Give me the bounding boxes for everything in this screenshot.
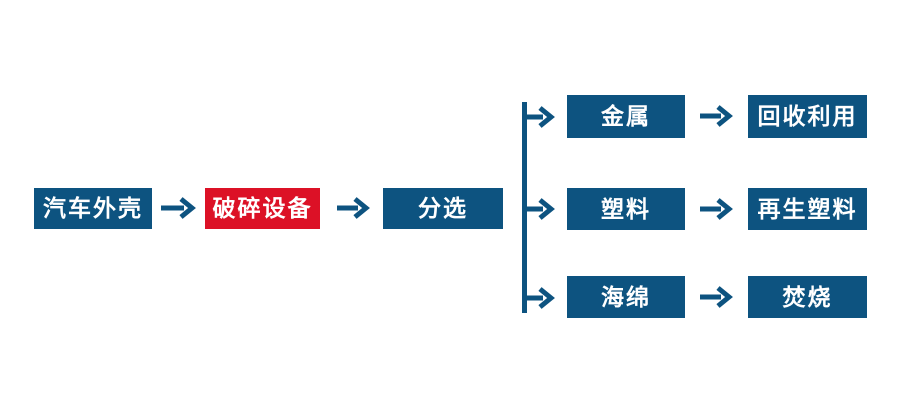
node-recycle-use: 回收利用 <box>748 95 867 138</box>
node-crushing-equipment: 破碎设备 <box>205 188 320 229</box>
node-sponge: 海绵 <box>567 276 685 318</box>
node-car-shell: 汽车外壳 <box>34 188 152 229</box>
node-recycled-plastic: 再生塑料 <box>748 188 867 230</box>
arrow-plastic-to-recycled-icon <box>700 198 733 220</box>
node-plastic: 塑料 <box>567 188 685 230</box>
node-sorting: 分选 <box>383 188 503 229</box>
arrow-metal-to-recycle-icon <box>700 105 733 127</box>
branch-arrow-plastic-icon <box>523 198 555 220</box>
arrow-crusher-to-sorting-icon <box>337 197 370 219</box>
branch-arrow-sponge-icon <box>523 287 555 309</box>
node-incineration: 焚烧 <box>748 276 867 318</box>
arrow-car-to-crusher-icon <box>161 197 196 219</box>
arrow-sponge-to-incineration-icon <box>700 286 733 308</box>
node-metal: 金属 <box>567 95 685 138</box>
branch-arrow-metal-icon <box>523 106 555 128</box>
